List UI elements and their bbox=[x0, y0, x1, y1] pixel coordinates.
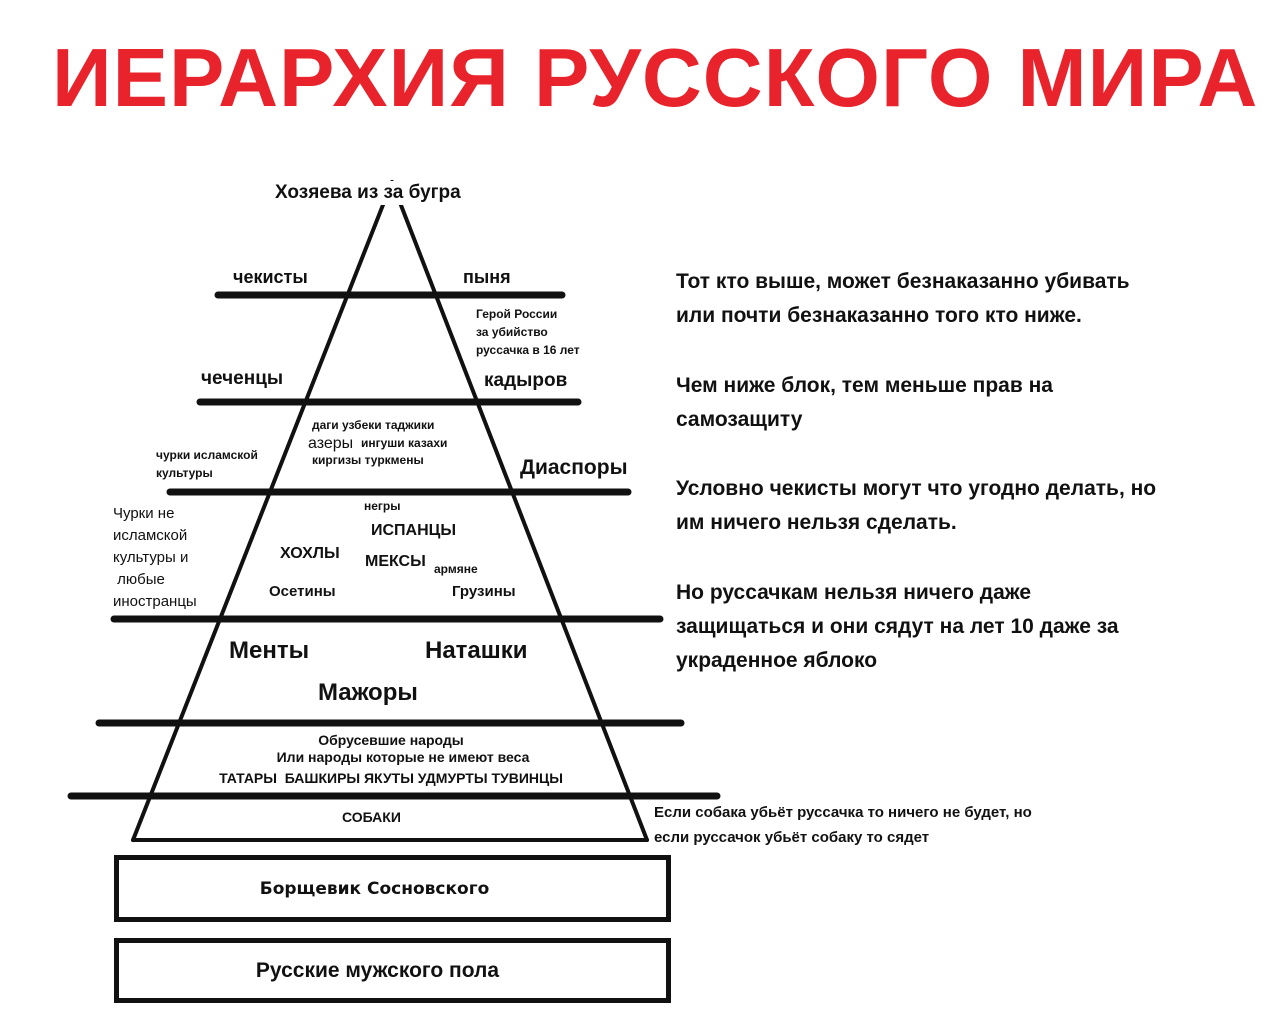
label-inner1: даги узбеки таджики bbox=[312, 418, 435, 432]
label-line: исламской bbox=[113, 527, 188, 544]
box-label: Борщевик Сосновского bbox=[259, 878, 490, 899]
label-chechency: чеченцы bbox=[201, 368, 284, 389]
note-line: Тот кто выше, может безнаказанно убивать bbox=[676, 270, 1130, 293]
box-label: Русские мужского пола bbox=[255, 958, 500, 982]
note-line: защищаться и они сядут на лет 10 даже за bbox=[676, 615, 1119, 638]
note-line: самозащиту bbox=[676, 408, 803, 431]
label-russified: Обрусевшие народы bbox=[318, 732, 464, 748]
label-hohly: ХОХЛЫ bbox=[280, 545, 340, 562]
label-kadyrov: кадыров bbox=[484, 370, 568, 391]
box-russian-men: Русские мужского пола bbox=[114, 938, 671, 1003]
note-line: украденное яблоко bbox=[676, 649, 878, 672]
hero-note: Герой России за убийство руссачка в 16 л… bbox=[476, 305, 580, 359]
label-inner3: киргизы туркмены bbox=[312, 453, 424, 467]
label-non-islamic: Чурки не исламской культуры и любые инос… bbox=[113, 503, 197, 613]
hero-note-line: Герой России bbox=[476, 307, 558, 321]
label-natashki: Наташки bbox=[425, 637, 528, 664]
label-line: чурки исламской bbox=[156, 448, 258, 462]
label-gruziny: Грузины bbox=[452, 583, 516, 600]
label-islamic: чурки исламской культуры bbox=[156, 446, 258, 482]
note-line: или почти безнаказанно того кто ниже. bbox=[676, 304, 1082, 327]
label-azery: азеры bbox=[308, 435, 354, 452]
label-line: иностранцы bbox=[113, 593, 197, 610]
label-inner2: ингуши казахи bbox=[361, 436, 448, 450]
label-chekisty: чекисты bbox=[233, 267, 308, 287]
label-armyane: армяне bbox=[434, 562, 478, 576]
label-line: культуры bbox=[156, 466, 213, 480]
note-line: Но руссачкам нельзя ничего даже bbox=[676, 581, 1032, 604]
note-3: Условно чекисты могут что угодно делать,… bbox=[676, 472, 1156, 540]
box-borshchevik: Борщевик Сосновского bbox=[114, 855, 671, 922]
label-negry: негры bbox=[364, 499, 401, 513]
note-line: Чем ниже блок, тем меньше прав на bbox=[676, 374, 1053, 397]
page-title: ИЕРАРХИЯ РУССКОГО МИРА bbox=[52, 31, 1259, 124]
label-line: любые bbox=[113, 571, 165, 588]
label-mazhory: Мажоры bbox=[318, 679, 418, 706]
dog-note-line2: если руссачок убьёт собаку то сядет bbox=[654, 829, 930, 846]
note-line: Условно чекисты могут что угодно делать,… bbox=[676, 477, 1157, 500]
note-2: Чем ниже блок, тем меньше прав на самоза… bbox=[676, 369, 1053, 437]
note-line: им ничего нельзя сделать. bbox=[676, 511, 957, 534]
note-1: Тот кто выше, может безнаказанно убивать… bbox=[676, 265, 1130, 333]
label-diaspory: Диаспоры bbox=[520, 456, 628, 479]
label-no-weight: Или народы которые не имеют веса bbox=[276, 749, 530, 765]
label-meksy: МЕКСЫ bbox=[365, 553, 426, 570]
label-ispancy: ИСПАНЦЫ bbox=[371, 522, 457, 539]
hero-note-line: за убийство bbox=[476, 325, 548, 339]
label-menty: Менты bbox=[229, 637, 310, 664]
label-sobaki: СОБАКИ bbox=[342, 809, 401, 825]
note-4: Но руссачкам нельзя ничего даже защищать… bbox=[676, 576, 1119, 678]
label-osetiny: Осетины bbox=[269, 583, 336, 600]
label-pynya: пыня bbox=[463, 267, 511, 287]
label-line: культуры и bbox=[113, 549, 189, 566]
apex-label: Хозяева из за бугра bbox=[275, 181, 461, 205]
label-line: Чурки не bbox=[113, 505, 175, 522]
dog-note-line1: Если собака убьёт руссачка то ничего не … bbox=[654, 804, 1032, 821]
label-peoples: ТАТАРЫ БАШКИРЫ ЯКУТЫ УДМУРТЫ ТУВИНЦЫ bbox=[219, 770, 563, 786]
hero-note-line: руссачка в 16 лет bbox=[476, 343, 580, 357]
